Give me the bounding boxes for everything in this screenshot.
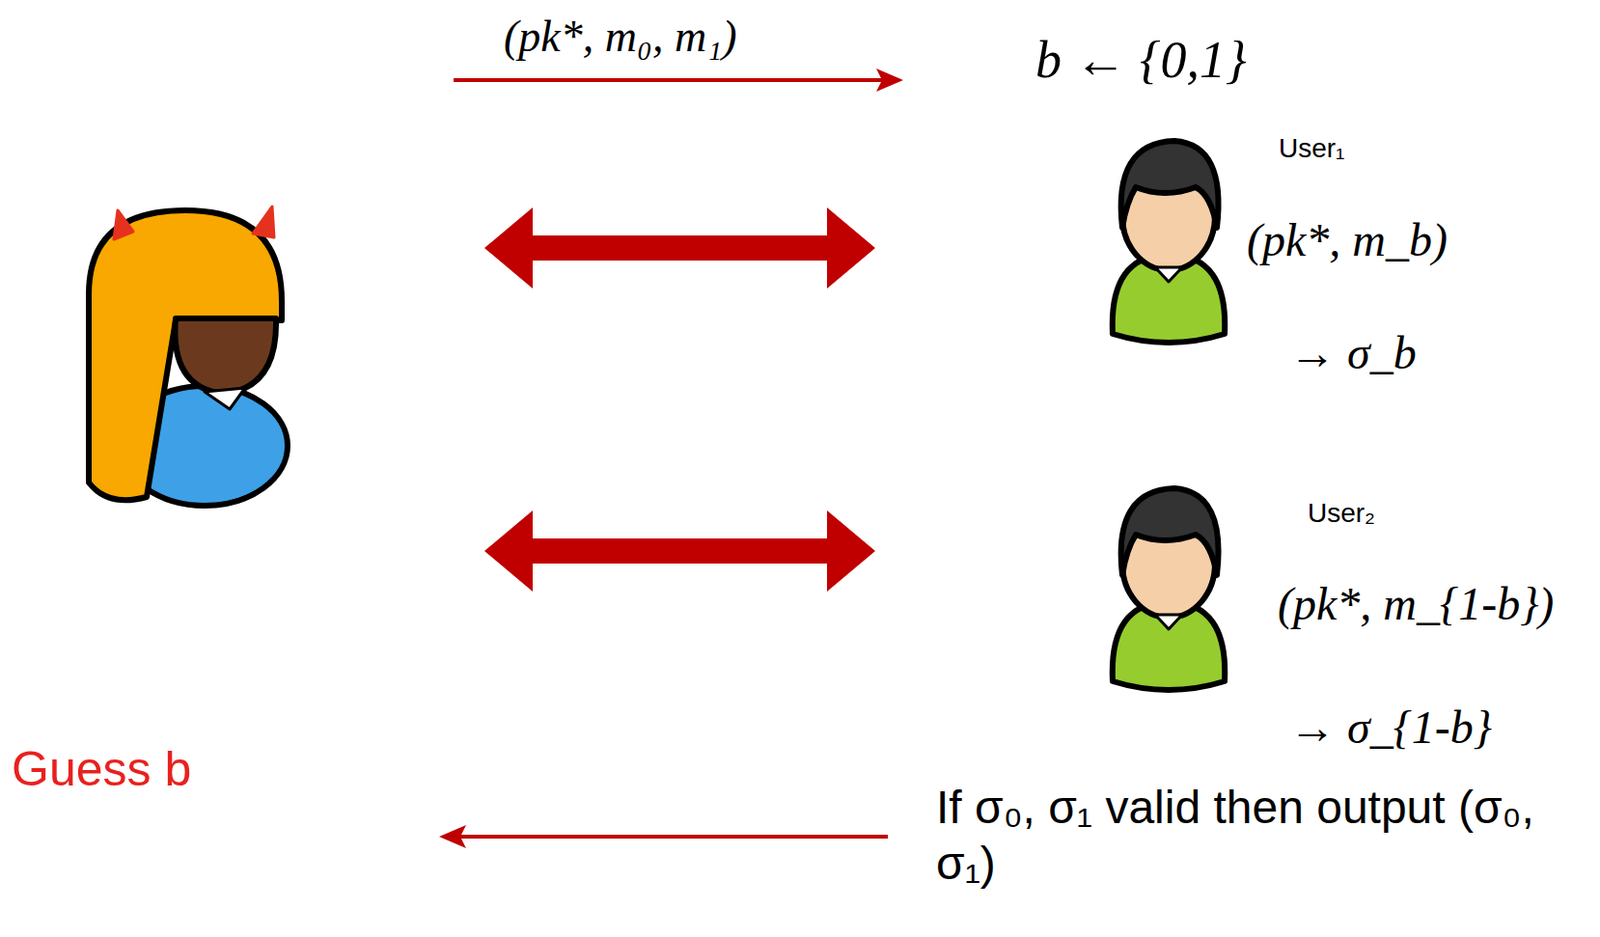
message-label: (pk*, m₀, m₁) xyxy=(503,9,737,63)
user-figure xyxy=(1112,140,1225,343)
adversary: Guess b xyxy=(7,193,300,811)
arrow-head xyxy=(876,68,904,92)
challenge-bit: b ← {0,1} xyxy=(1035,28,1247,92)
adversary-figure xyxy=(88,206,288,506)
user: User₁ (pk*, m_b) → σ_b xyxy=(1100,121,1588,394)
interaction-arrow xyxy=(484,510,876,592)
message-arrow xyxy=(453,78,886,83)
message-arrow xyxy=(455,834,888,839)
user-input: (pk*, m_b) xyxy=(1246,213,1448,267)
user-name: User₁ xyxy=(1278,133,1346,165)
user-name: User₂ xyxy=(1307,497,1376,529)
user-output: → σ_b xyxy=(1289,326,1417,380)
arrow-head xyxy=(439,825,467,849)
user-output: → σ_{1-b} xyxy=(1289,700,1492,754)
user-input: (pk*, m_{1-b}) xyxy=(1277,577,1554,631)
output-note: If σ₀, σ₁ valid then output (σ₀, σ₁) xyxy=(936,779,1535,891)
guess-label: Guess b xyxy=(11,741,192,798)
interaction-arrow xyxy=(484,207,876,289)
user: User₂ (pk*, m_{1-b}) → σ_{1-b} xyxy=(1100,468,1595,759)
user-figure xyxy=(1112,488,1225,690)
